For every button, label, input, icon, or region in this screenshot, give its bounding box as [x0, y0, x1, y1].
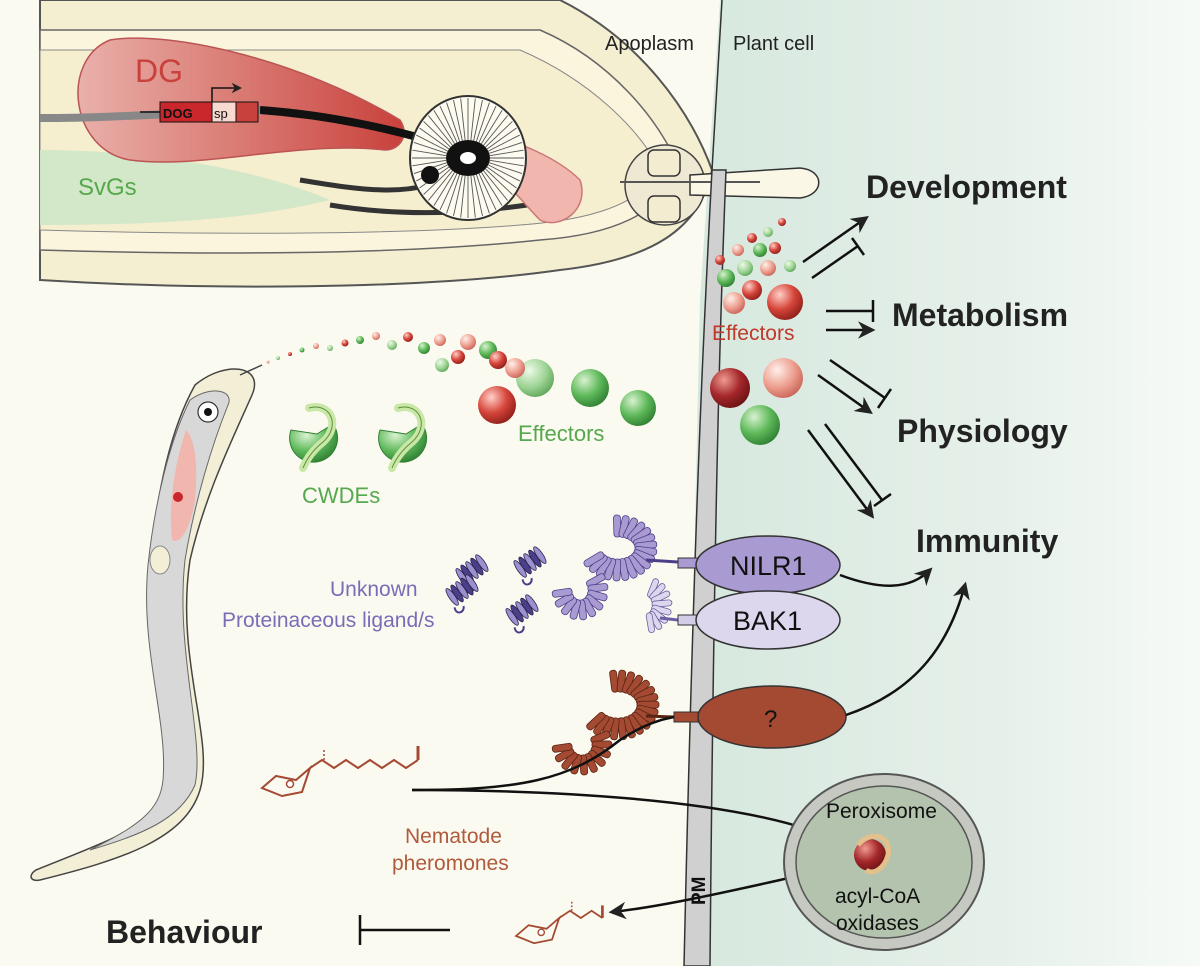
effector-particle — [516, 359, 554, 397]
effector-particle — [732, 244, 744, 256]
bak1-label: BAK1 — [733, 606, 802, 636]
effector-particle — [769, 242, 781, 254]
effector-particle — [489, 351, 507, 369]
effectors-right-label: Effectors — [712, 322, 794, 345]
effector-particle — [418, 342, 430, 354]
effector-particle — [313, 343, 319, 349]
effector-particle — [753, 243, 767, 257]
pheromones-label-line1: Nematode — [405, 825, 502, 848]
physiology-label: Physiology — [897, 413, 1068, 449]
question-label: ? — [764, 706, 777, 733]
effector-particle — [767, 284, 803, 320]
whole-nematode — [30, 364, 263, 882]
dog-gene-construct: DOG sp — [140, 82, 259, 123]
effector-particle — [372, 332, 380, 340]
effector-particle — [356, 336, 364, 344]
effector-particle — [276, 356, 280, 360]
acyl-label-line1: acyl-CoA — [835, 885, 920, 908]
effector-particle — [763, 227, 773, 237]
apoplasm-divider — [711, 0, 723, 171]
nilr1-label: NILR1 — [730, 551, 807, 581]
effector-particle — [747, 233, 757, 243]
dog-label: DOG — [163, 106, 193, 121]
cwdes-label: CWDEs — [302, 483, 380, 508]
effector-particle — [740, 405, 780, 445]
ligand-protein — [445, 574, 479, 614]
effector-particle — [478, 386, 516, 424]
unknown-receptor — [697, 685, 847, 749]
unknown-label: Unknown — [330, 578, 418, 601]
behaviour-label: Behaviour — [106, 914, 262, 950]
effector-particle — [341, 339, 349, 347]
peroxisome-label: Peroxisome — [826, 800, 937, 823]
effector-particle — [778, 218, 786, 226]
effector-particle — [327, 345, 333, 351]
svg-gland-region — [40, 150, 330, 225]
effector-particle — [435, 358, 449, 372]
effector-particle — [737, 260, 753, 276]
nilr1-ectodomain — [551, 514, 679, 621]
effector-particle — [266, 360, 270, 364]
dorsal-gland — [77, 37, 405, 163]
svgs-label: SvGs — [78, 174, 137, 201]
sp-label: sp — [214, 106, 228, 121]
ligand-protein — [505, 594, 539, 634]
dg-label: DG — [135, 53, 183, 89]
effector-particle — [460, 334, 476, 350]
pm-label: PM — [689, 877, 710, 906]
pheromone-molecule-top — [260, 746, 420, 798]
ligands-label: Proteinaceous ligand/s — [222, 609, 434, 632]
effectors-left-label: Effectors — [518, 421, 604, 446]
effector-particle — [505, 358, 525, 378]
effector-particle — [434, 334, 446, 346]
metabolism-label: Metabolism — [892, 297, 1068, 333]
ligand-protein — [513, 546, 547, 586]
cwde-enzyme — [289, 403, 339, 472]
effector-particle — [571, 369, 609, 407]
cwdes-group — [289, 403, 428, 472]
effector-particle — [451, 350, 465, 364]
acyl-coa-oxidase-enzyme — [854, 839, 886, 871]
effector-particle — [760, 260, 776, 276]
plant-cell-label: Plant cell — [733, 33, 814, 55]
ligand-protein — [455, 554, 489, 594]
effector-trail — [266, 332, 656, 426]
pheromone-molecule — [260, 746, 420, 798]
apoplasm-label: Apoplasm — [605, 33, 694, 55]
acyl-label-line2: oxidases — [836, 912, 919, 935]
peroxisome — [783, 773, 985, 951]
effector-particle — [723, 292, 745, 314]
effector-particle — [299, 347, 305, 353]
effector-particle — [717, 269, 735, 287]
effector-particle — [387, 340, 397, 350]
nematode-head — [39, 0, 820, 288]
immunity-label: Immunity — [916, 523, 1058, 559]
effector-particle — [620, 390, 656, 426]
effector-particle — [288, 352, 292, 356]
effector-particle — [403, 332, 413, 342]
effector-spray — [710, 218, 803, 445]
pheromones-label-line2: pheromones — [392, 852, 509, 875]
unknown-ligands — [445, 546, 547, 634]
effector-particle — [763, 358, 803, 398]
bak1-receptor — [695, 590, 841, 650]
effector-particle — [742, 280, 762, 300]
bak1-ectodomain — [645, 578, 679, 634]
cwde-enzyme — [378, 403, 428, 472]
effector-particle — [784, 260, 796, 272]
development-label: Development — [866, 169, 1067, 205]
effector-particle — [710, 368, 750, 408]
effector-particle — [715, 255, 725, 265]
